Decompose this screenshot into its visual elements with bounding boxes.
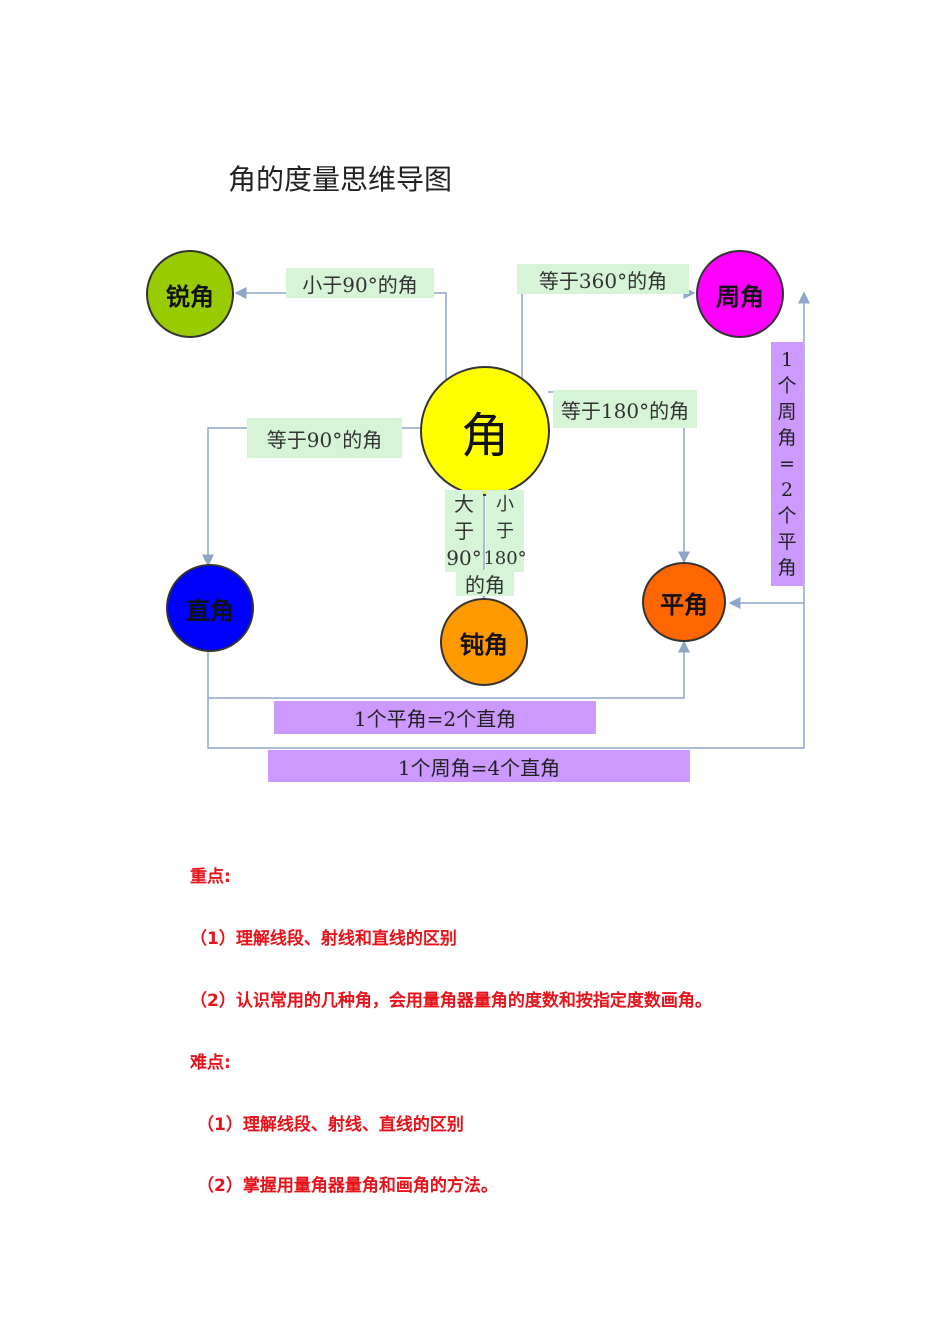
edge-round bbox=[521, 287, 696, 382]
obtuse-right-line-1: 小 bbox=[496, 493, 514, 515]
node-round: 周角 bbox=[696, 250, 784, 338]
round-straight-c6: 2 bbox=[780, 479, 794, 501]
round-straight-c8: 平 bbox=[777, 531, 797, 553]
node-center: 角 bbox=[420, 366, 550, 496]
difficult-point-2: （2）掌握用量角器量角和画角的方法。 bbox=[197, 1176, 498, 1196]
obtuse-left-line-1: 大 bbox=[454, 491, 474, 516]
round-straight-c9: 角 bbox=[777, 557, 797, 579]
round-straight-c5: = bbox=[779, 453, 795, 475]
key-point-2: （2）认识常用的几种角，会用量角器量角的度数和按指定度数画角。 bbox=[190, 991, 712, 1011]
obtuse-left-line-2: 于 bbox=[454, 518, 474, 543]
key-points-heading: 重点: bbox=[190, 867, 231, 887]
label-to-right: 等于90°的角 bbox=[247, 418, 402, 458]
label-to-obtuse-right: 小 于 180° bbox=[483, 490, 527, 572]
edge-acute bbox=[234, 287, 447, 382]
label-straight-right: 1个平角=2个直角 bbox=[274, 701, 596, 734]
label-to-obtuse-bottom: 的角 bbox=[456, 570, 514, 597]
round-straight-c1: 1 bbox=[780, 349, 794, 371]
obtuse-right-line-2: 于 bbox=[496, 520, 514, 542]
round-straight-c7: 个 bbox=[777, 505, 797, 527]
node-acute: 锐角 bbox=[146, 250, 234, 338]
difficult-point-1: （1）理解线段、射线、直线的区别 bbox=[197, 1115, 464, 1135]
round-straight-c2: 个 bbox=[777, 375, 797, 397]
mind-map: 角 锐角 周角 直角 钝角 平角 小于90°的角 等于360°的角 等于180°… bbox=[146, 250, 810, 782]
edge-right-straight bbox=[207, 640, 690, 699]
node-straight: 平角 bbox=[642, 562, 726, 642]
label-to-obtuse-left: 大 于 90° bbox=[445, 490, 483, 572]
obtuse-right-line-3: 180° bbox=[483, 547, 527, 569]
round-straight-c3: 周 bbox=[777, 401, 797, 423]
node-obtuse: 钝角 bbox=[440, 598, 528, 686]
node-right: 直角 bbox=[166, 564, 254, 652]
obtuse-left-line-3: 90° bbox=[446, 545, 482, 570]
edge-right-round bbox=[207, 291, 810, 749]
round-straight-c4: 角 bbox=[777, 427, 797, 449]
label-round-right: 1个周角=4个直角 bbox=[268, 750, 690, 782]
page-title: 角的度量思维导图 bbox=[228, 163, 453, 196]
label-to-round: 等于360°的角 bbox=[517, 264, 689, 294]
key-point-1: （1）理解线段、射线和直线的区别 bbox=[190, 929, 457, 949]
difficult-points-heading: 难点: bbox=[190, 1053, 231, 1073]
label-to-straight: 等于180°的角 bbox=[553, 390, 697, 428]
label-round-straight: 1 个 周 角 = 2 个 平 角 bbox=[771, 342, 803, 586]
label-to-acute: 小于90°的角 bbox=[286, 268, 434, 298]
